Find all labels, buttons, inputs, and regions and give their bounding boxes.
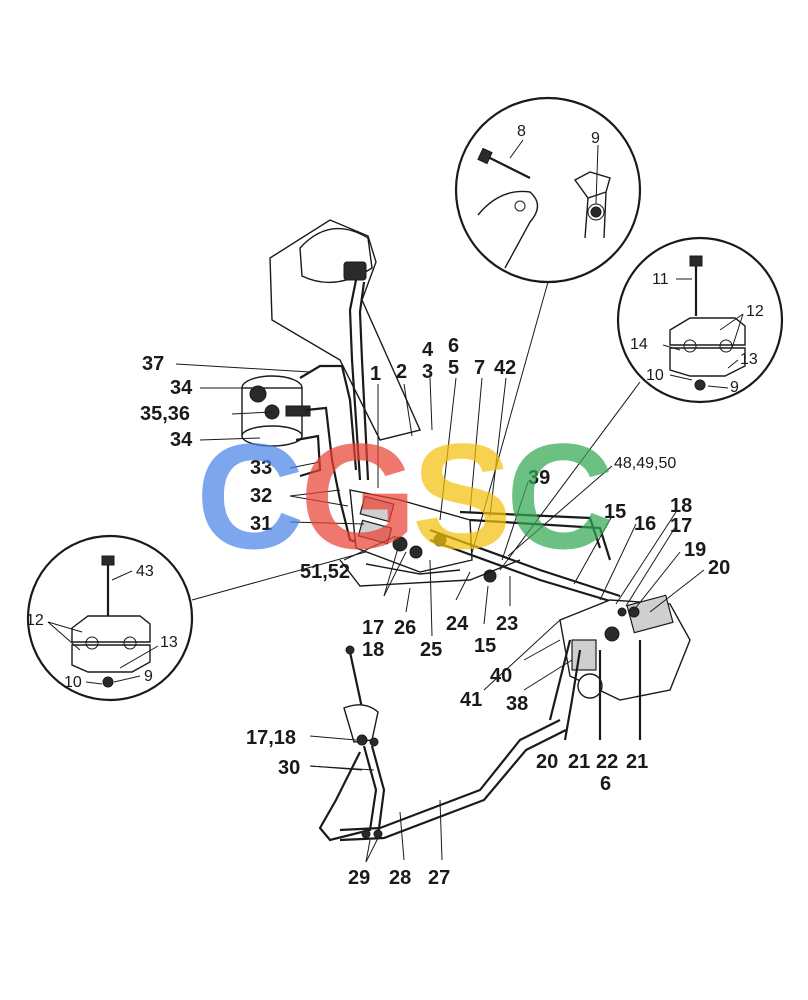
callout-18-right: 18: [670, 495, 692, 517]
callout-16: 16: [634, 513, 656, 535]
callout-30: 30: [278, 757, 300, 779]
leader-left-detail: [191, 547, 381, 601]
callout-37: 37: [142, 353, 164, 375]
callout-15-lower: 15: [474, 635, 496, 657]
callout-32: 32: [250, 485, 272, 507]
callout-39: 39: [528, 467, 550, 489]
reservoir-panel: [269, 219, 421, 481]
callout-2: 2: [396, 361, 407, 383]
callout-28: 28: [389, 867, 411, 889]
detail-circle-left-clamp: 43 12 13 10 9: [26, 534, 194, 702]
callout-13-left: 13: [160, 634, 178, 651]
callout-20-right: 20: [708, 557, 730, 579]
callout-17-18-lever: 17,18: [246, 727, 296, 749]
callout-3: 3: [422, 361, 433, 383]
lift-lever-and-lines: 17,18 30 29 28 27: [246, 645, 567, 889]
callout-19: 19: [684, 539, 706, 561]
callout-33: 33: [250, 457, 272, 479]
rear-hydraulic-block: [548, 594, 691, 741]
callout-4: 4: [422, 339, 434, 361]
callout-34-upper: 34: [170, 377, 193, 399]
callout-9-right: 9: [730, 379, 739, 396]
callout-9-top: 9: [591, 130, 600, 147]
callout-14: 14: [630, 336, 648, 353]
callout-20-bottom: 20: [536, 751, 558, 773]
callout-22: 22: [596, 751, 618, 773]
callout-43: 43: [136, 563, 154, 580]
watermark-letter-c2: C: [506, 412, 614, 580]
callout-9-left: 9: [144, 668, 153, 685]
callout-51-52: 51,52: [300, 561, 350, 583]
callout-24: 24: [446, 613, 469, 635]
callout-labels: 1 2 4 3 6 5 7 42 33 32 31 51,52 17 18 26…: [250, 335, 730, 795]
watermark-letter-g: G: [300, 412, 417, 580]
central-leader-lines: [289, 377, 705, 691]
callout-31: 31: [250, 513, 272, 535]
callout-34-lower: 34: [170, 429, 193, 451]
callout-17-center: 17: [362, 617, 384, 639]
callout-11: 11: [652, 271, 669, 288]
callout-21-left: 21: [568, 751, 590, 773]
callout-42: 42: [494, 357, 516, 379]
callout-29: 29: [348, 867, 370, 889]
callout-23: 23: [496, 613, 518, 635]
callout-13-right: 13: [740, 351, 758, 368]
callout-6-top: 6: [448, 335, 459, 357]
callout-7: 7: [474, 357, 485, 379]
detail-circle-right-clamp: 11 12 14 13 10 9: [616, 236, 784, 404]
callout-17-right: 17: [670, 515, 692, 537]
watermark-letter-s: S: [412, 412, 512, 580]
callout-15-upper: 15: [604, 501, 626, 523]
callout-38: 38: [506, 693, 528, 715]
callout-27: 27: [428, 867, 450, 889]
callout-10-left: 10: [64, 674, 82, 691]
callout-41: 41: [460, 689, 482, 711]
callout-26: 26: [394, 617, 416, 639]
callout-40: 40: [490, 665, 512, 687]
filter-assembly: 37 34 35,36 34: [140, 353, 421, 562]
callout-8: 8: [517, 123, 526, 140]
callout-48-50: 48,49,50: [614, 455, 676, 472]
callout-21-right: 21: [626, 751, 648, 773]
leader-right-detail: [499, 381, 641, 571]
callout-25: 25: [420, 639, 442, 661]
detail-circle-top: 8 9: [454, 96, 642, 284]
watermark-letter-c1: C: [196, 412, 304, 580]
cgsc-watermark: C G S C: [196, 412, 614, 580]
callout-10-right: 10: [646, 367, 664, 384]
callout-1: 1: [370, 363, 381, 385]
callout-18-center: 18: [362, 639, 384, 661]
callout-6-bottom: 6: [600, 773, 611, 795]
callout-12-left: 12: [26, 612, 44, 629]
callout-12-right: 12: [746, 303, 764, 320]
control-valve-assembly: [339, 489, 621, 606]
callout-5: 5: [448, 357, 459, 379]
callout-35-36: 35,36: [140, 403, 190, 425]
